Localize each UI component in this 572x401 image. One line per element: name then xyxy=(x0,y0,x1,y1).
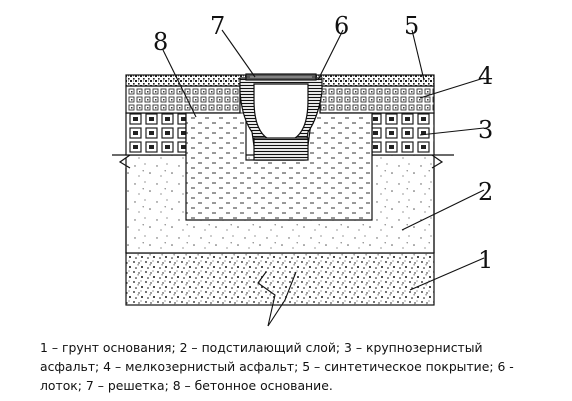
layer-synthetic-left xyxy=(125,74,247,87)
label-2: 2 xyxy=(478,178,493,206)
label-5: 5 xyxy=(404,12,419,40)
layer-synthetic-right xyxy=(315,74,435,87)
label-4: 4 xyxy=(478,62,493,90)
channel-bottom xyxy=(253,137,309,161)
legend-caption: 1 – грунт основания; 2 – подстилающий сл… xyxy=(40,340,514,393)
leader-lines xyxy=(162,29,485,327)
label-7: 7 xyxy=(210,12,225,40)
label-6: 6 xyxy=(334,12,349,40)
channel-inner-cavity xyxy=(253,83,309,143)
label-3: 3 xyxy=(478,116,493,144)
layer-fine-asphalt-right xyxy=(319,85,435,114)
layer-base-soil xyxy=(125,252,435,306)
drainage-cross-section-diagram: 1 2 3 4 5 6 7 8 xyxy=(112,12,493,327)
layer-coarse-asphalt-left xyxy=(125,112,187,156)
break-mark-left xyxy=(112,154,132,169)
break-mark-right xyxy=(430,154,454,169)
label-1: 1 xyxy=(478,246,493,274)
label-8: 8 xyxy=(153,28,168,56)
